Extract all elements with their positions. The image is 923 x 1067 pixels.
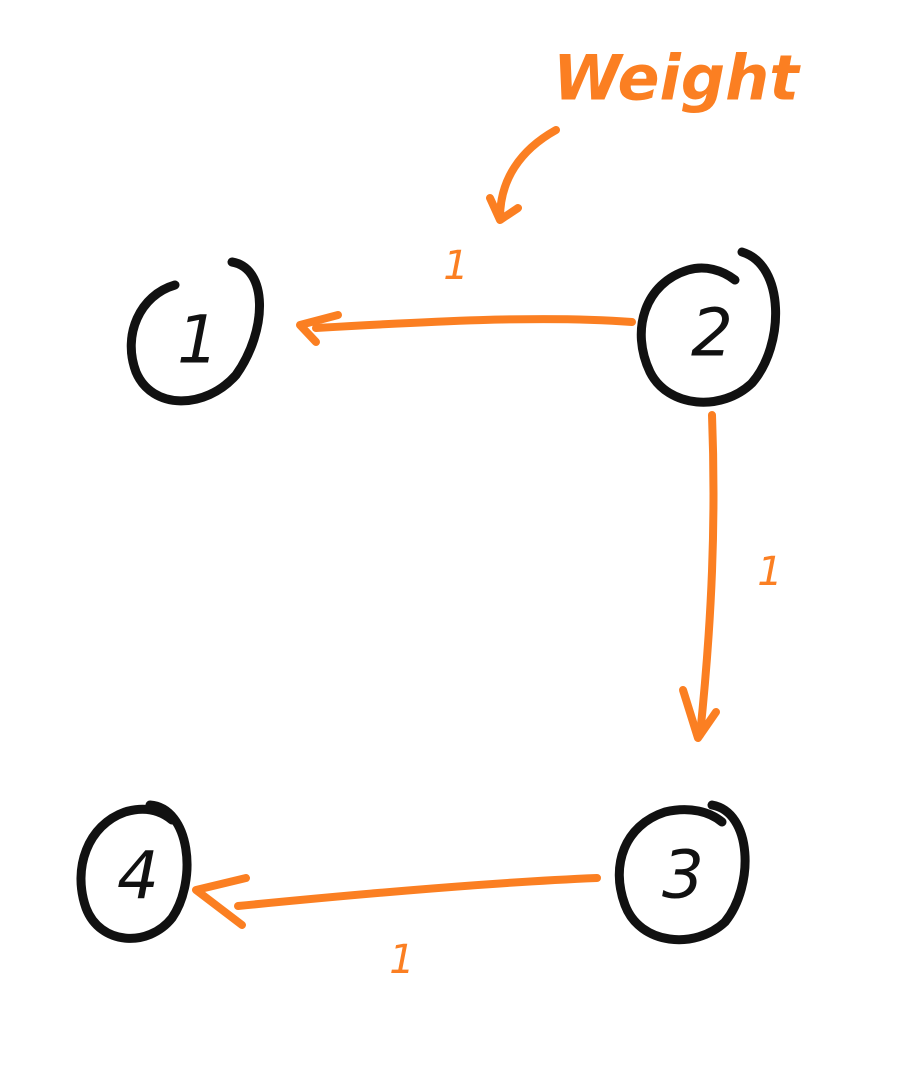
weight-annotation: Weight [486, 42, 801, 224]
edge-2-to-1-arrowhead [296, 311, 342, 346]
weight-annotation-pointer [496, 126, 560, 222]
edge-2-to-3-weight: 1 [757, 549, 782, 595]
node-4-circle [76, 800, 192, 943]
edge-2-to-3-line [696, 411, 718, 739]
weight-annotation-text: Weight [553, 42, 801, 115]
node-1-circle [126, 257, 264, 406]
edge-2-to-3-arrowhead [679, 686, 720, 742]
node-3-label: 3 [662, 837, 704, 914]
node-2-label: 2 [691, 295, 733, 372]
edge-2-to-1: 1 [296, 243, 636, 346]
node-1-label: 1 [177, 302, 219, 379]
edge-2-to-1-line [312, 315, 636, 332]
weight-annotation-pointer-head [486, 194, 522, 224]
node-2-circle [636, 247, 780, 407]
edge-3-to-4-line [234, 874, 601, 910]
node-4-label: 4 [117, 838, 159, 915]
node-1[interactable]: 1 [126, 257, 264, 406]
edge-3-to-4-arrowhead [192, 874, 250, 929]
edge-2-to-3: 1 [679, 411, 783, 742]
edge-2-to-1-weight: 1 [443, 243, 468, 289]
edge-3-to-4: 1 [192, 874, 601, 983]
node-3-circle [614, 800, 750, 945]
node-2[interactable]: 2 [636, 247, 780, 407]
node-4[interactable]: 4 [76, 800, 192, 943]
edge-3-to-4-weight: 1 [389, 937, 414, 983]
node-3[interactable]: 3 [614, 800, 750, 945]
